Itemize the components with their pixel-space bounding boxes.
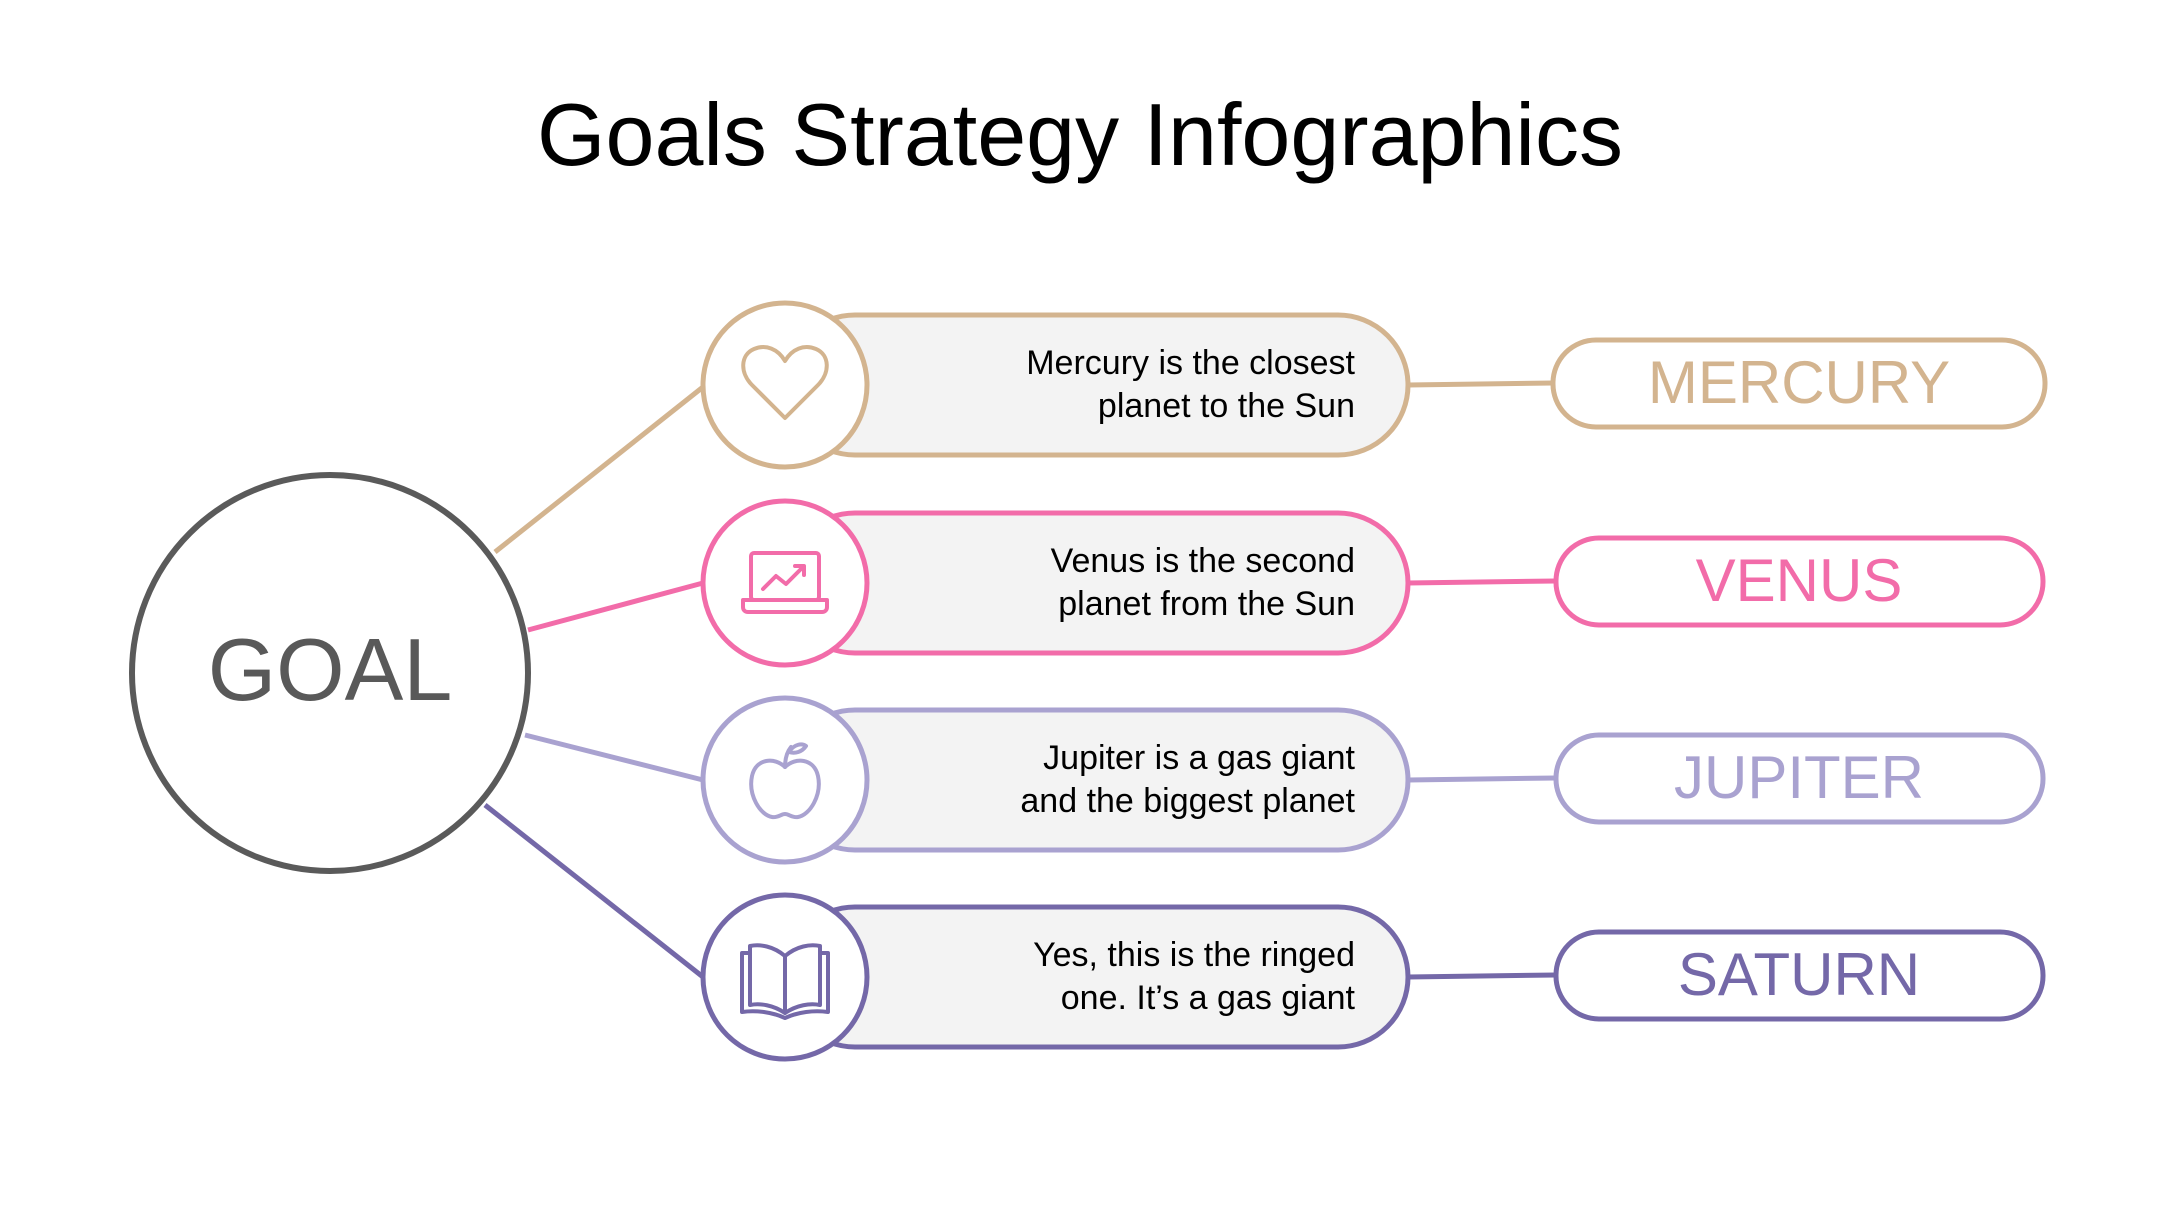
label-pill-jupiter — [1553, 732, 2046, 825]
laptop-chart-icon — [741, 551, 829, 614]
label-jupiter: JUPITER — [1673, 744, 1925, 811]
label-pill-venus — [1553, 535, 2046, 628]
icon-circle-mercury — [700, 300, 870, 470]
item-mercury — [700, 300, 2048, 470]
connector-line-venus-label — [1407, 578, 1557, 586]
connector-line-jupiter — [524, 732, 704, 783]
goal-label: GOAL — [207, 620, 453, 719]
label-pill-saturn — [1553, 929, 2046, 1022]
goal-circle — [129, 472, 531, 874]
item-saturn — [700, 892, 2046, 1062]
connector-line-saturn — [483, 803, 705, 979]
apple-icon — [749, 742, 821, 820]
item-jupiter — [700, 695, 2046, 865]
description-saturn: Yes, this is the ringed one. It’s a gas … — [1033, 936, 1355, 1017]
label-saturn: SATURN — [1677, 941, 1921, 1008]
description-venus: Venus is the second planet from the Sun — [1050, 542, 1355, 623]
label-pill-mercury — [1550, 337, 2048, 430]
icon-circle-jupiter — [700, 695, 870, 865]
page-title: Goals Strategy Infographics — [537, 85, 1623, 184]
connector-line-jupiter-label — [1407, 775, 1557, 783]
connector-line-venus — [527, 580, 704, 633]
label-mercury: MERCURY — [1647, 349, 1951, 416]
description-jupiter: Jupiter is a gas giant and the biggest p… — [1020, 739, 1355, 820]
connector-line-mercury-label — [1407, 380, 1554, 388]
book-icon — [740, 943, 830, 1020]
connector-line-mercury — [493, 385, 705, 554]
connector-line-saturn-label — [1407, 972, 1557, 980]
heart-icon — [741, 345, 829, 420]
label-venus: VENUS — [1695, 547, 1903, 614]
item-venus — [700, 498, 2046, 668]
description-mercury: Mercury is the closest planet to the Sun — [1026, 344, 1355, 425]
